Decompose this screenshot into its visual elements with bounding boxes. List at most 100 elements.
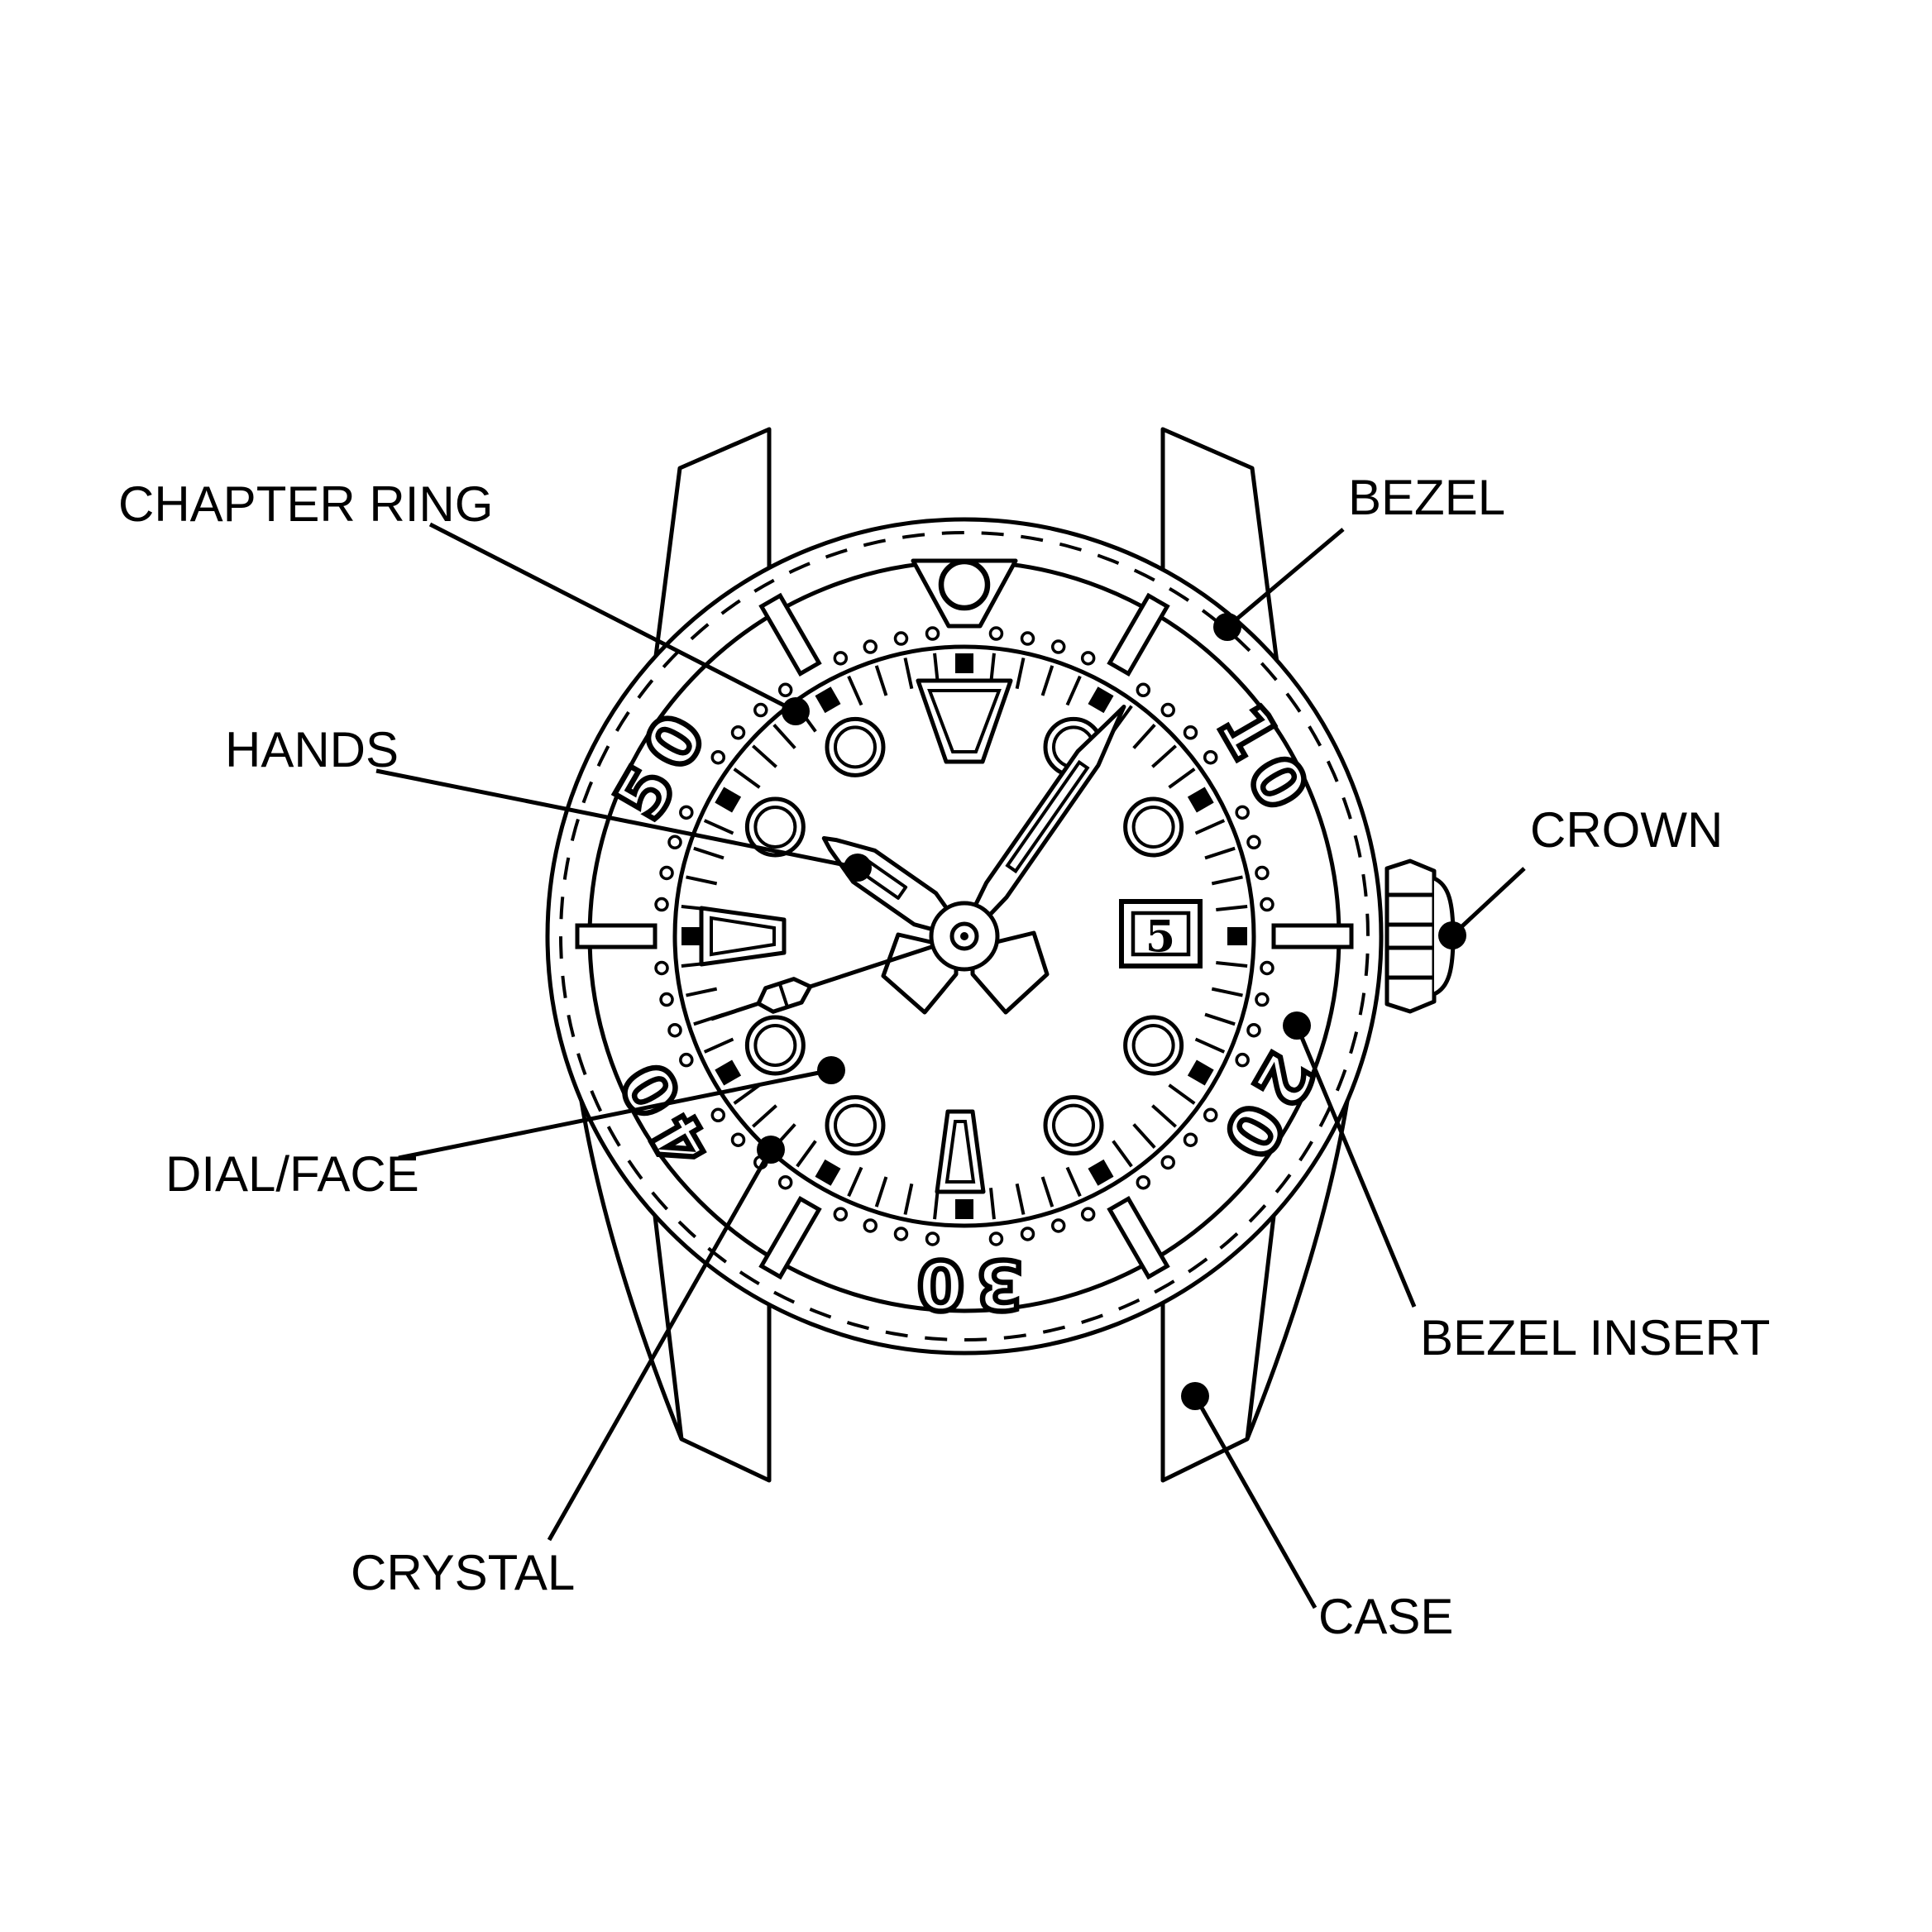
label-crystal: CRYSTAL	[351, 1545, 576, 1600]
bezel-dot	[1203, 749, 1218, 765]
bezel-dot	[1020, 1227, 1035, 1241]
bezel-dot	[1160, 702, 1175, 718]
bezel-dot	[863, 639, 878, 654]
callout-dot-bezel_insert	[1283, 1011, 1311, 1040]
bezel-dot	[667, 834, 682, 850]
callout-dot-bezel	[1213, 613, 1241, 641]
hour-marker-9	[699, 906, 787, 967]
callout-line-hands	[375, 768, 858, 870]
callout-line-bezel_insert	[1294, 1025, 1417, 1308]
bezel-dot	[1260, 960, 1274, 976]
minute-square	[1187, 1059, 1214, 1086]
bezel-dot	[925, 1231, 940, 1246]
bezel-dot	[659, 865, 674, 881]
bezel-dot	[730, 725, 746, 740]
bezel-rect-marker	[758, 592, 822, 677]
minute-square	[815, 1159, 841, 1186]
bezel-dot	[988, 626, 1004, 641]
bezel-dot	[1080, 651, 1096, 666]
minute-square	[1227, 927, 1247, 945]
minute-square	[1088, 686, 1114, 714]
date-value: 5	[1145, 912, 1175, 963]
label-chapter-ring: CHAPTER RING	[118, 476, 494, 532]
bezel-dot	[777, 1174, 793, 1190]
minute-square	[681, 927, 701, 945]
bezel-rect-marker	[575, 923, 658, 949]
callouts	[375, 522, 1526, 1609]
bezel-rect-marker	[1107, 592, 1170, 677]
bezel-dot	[1050, 639, 1066, 654]
label-hands: HANDS	[225, 722, 399, 777]
minute-square	[955, 653, 973, 673]
minute-hand	[964, 704, 1126, 931]
bezel-dot	[893, 631, 909, 646]
bezel-dot	[893, 1227, 909, 1241]
bezel-dot	[1255, 865, 1270, 881]
bezel-dot	[679, 1052, 694, 1068]
callout-dot-crown	[1438, 921, 1466, 949]
bezel-dot	[654, 960, 669, 976]
callout-line-crown	[1451, 867, 1526, 937]
label-bezel: BEZEL	[1348, 470, 1506, 525]
dial: 5	[681, 653, 1248, 1220]
callout-dot-dial_face	[817, 1056, 845, 1084]
bezel-rect-marker	[758, 1195, 822, 1280]
label-bezel-insert: BEZEL INSERT	[1420, 1310, 1771, 1365]
bezel-dot	[710, 1107, 726, 1123]
minute-square	[1088, 1159, 1114, 1186]
hour-marker-12	[916, 678, 1013, 764]
callout-line-dial_face	[398, 1068, 832, 1160]
bezel-dot	[1183, 725, 1198, 740]
callout-dot-hands	[844, 854, 872, 882]
bezel-pip-circle	[938, 558, 991, 611]
callout-line-bezel	[1226, 528, 1345, 629]
bezel-dot	[710, 749, 726, 765]
callout-dot-crystal	[757, 1136, 785, 1164]
bezel-dot	[1160, 1155, 1175, 1170]
callout-dot-chapter_ring	[782, 697, 810, 725]
bezel-dot	[1183, 1132, 1198, 1147]
callout-line-crystal	[547, 1148, 773, 1542]
callout-line-case	[1193, 1394, 1317, 1609]
bezel-dot	[833, 1207, 849, 1222]
second-hand	[710, 937, 954, 1021]
bezel-dot	[1050, 1218, 1066, 1233]
bezel-dot	[1080, 1207, 1096, 1222]
bezel-dot	[1235, 1052, 1250, 1068]
bezel-dot	[863, 1218, 878, 1233]
minute-square	[715, 787, 742, 813]
bezel-rect-marker	[1107, 1195, 1170, 1280]
callout-dot-case	[1181, 1382, 1209, 1410]
bezel-dot	[1136, 1174, 1151, 1190]
bezel-teeth	[552, 524, 1376, 1348]
minute-square	[955, 1199, 973, 1219]
bezel-dot	[654, 897, 669, 912]
bezel-dot	[1020, 631, 1035, 646]
bezel-dot	[1246, 1022, 1261, 1038]
bezel-dot	[730, 1132, 746, 1147]
bezel-dot	[1260, 897, 1274, 912]
crown-body	[1384, 858, 1437, 1014]
bezel-dot	[925, 626, 940, 641]
bezel-dot	[1246, 834, 1261, 850]
bezel-dot	[1255, 992, 1270, 1007]
callout-line-chapter_ring	[428, 522, 797, 714]
bezel-dot	[667, 1022, 682, 1038]
bezel-dot	[659, 992, 674, 1007]
bezel-dot	[833, 651, 849, 666]
bezel-dot	[753, 702, 768, 718]
label-crown: CROWN	[1530, 802, 1724, 858]
bezel-dot	[988, 1231, 1004, 1246]
bezel-dot	[1235, 805, 1250, 820]
label-case: CASE	[1318, 1589, 1454, 1644]
minute-square	[815, 686, 841, 714]
bezel-dot	[1203, 1107, 1218, 1123]
bezel-dot	[1136, 682, 1151, 698]
minute-square	[1187, 787, 1214, 813]
minute-square	[715, 1059, 742, 1086]
label-dial-face: DIAL/FACE	[165, 1146, 419, 1202]
bezel-number-30: 30	[906, 1245, 1023, 1323]
bezel-rect-marker	[1271, 923, 1354, 949]
